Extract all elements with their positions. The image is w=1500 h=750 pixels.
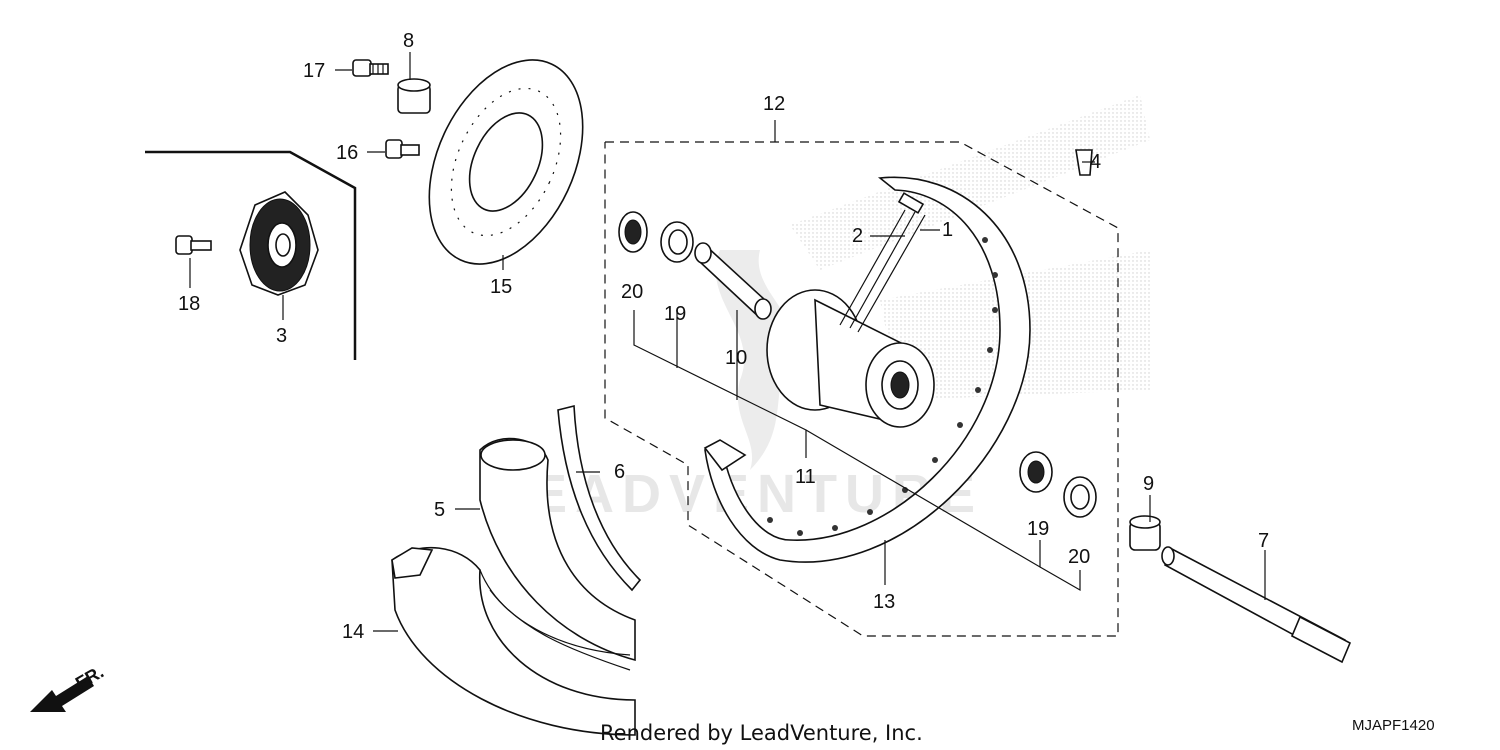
wheel-rim-13 xyxy=(703,176,1031,563)
callout-20-left: 20 xyxy=(621,281,643,303)
leader-lines xyxy=(189,52,1266,632)
brake-disc-15 xyxy=(428,59,584,265)
tire-14 xyxy=(391,546,636,736)
bolt-17 xyxy=(352,59,389,77)
bearing-20-left xyxy=(618,211,648,253)
callout-15: 15 xyxy=(490,276,512,298)
callout-6: 6 xyxy=(614,461,625,483)
callout-17: 17 xyxy=(303,60,325,82)
callout-16: 16 xyxy=(336,142,358,164)
callout-10: 10 xyxy=(725,347,747,369)
axle-7 xyxy=(1161,546,1352,664)
oil-seal-19-left xyxy=(660,221,694,263)
pulser-ring-3 xyxy=(239,191,319,296)
callout-9: 9 xyxy=(1143,473,1154,495)
callout-19-left: 19 xyxy=(664,303,686,325)
callout-13: 13 xyxy=(873,591,895,613)
screw-18 xyxy=(175,235,212,255)
callout-7: 7 xyxy=(1258,530,1269,552)
rim-band-6 xyxy=(557,404,642,592)
callout-14: 14 xyxy=(342,621,364,643)
tube-5 xyxy=(479,437,636,662)
oil-seal-19-right xyxy=(1019,451,1053,493)
footer-credit: Rendered by LeadVenture, Inc. xyxy=(600,721,923,745)
callout-3: 3 xyxy=(276,325,287,347)
group-bracket xyxy=(145,150,357,360)
wheel-hub-11 xyxy=(766,289,935,428)
bolt-16 xyxy=(385,139,420,159)
callout-4: 4 xyxy=(1090,151,1101,173)
callout-8: 8 xyxy=(403,30,414,52)
callout-18: 18 xyxy=(178,293,200,315)
callout-20-right: 20 xyxy=(1068,546,1090,568)
distance-collar-10 xyxy=(694,242,772,320)
callout-2: 2 xyxy=(852,225,863,247)
collar-8 xyxy=(397,78,431,114)
spokes-1-2 xyxy=(839,192,926,333)
callout-12: 12 xyxy=(763,93,785,115)
callout-1: 1 xyxy=(942,219,953,241)
callout-11: 11 xyxy=(795,466,816,488)
diagram-code: MJAPF1420 xyxy=(1352,717,1435,734)
front-arrow-icon xyxy=(30,676,94,712)
callout-19-right: 19 xyxy=(1027,518,1049,540)
collar-9 xyxy=(1129,515,1161,551)
bearing-20-right xyxy=(1063,476,1097,518)
callout-5: 5 xyxy=(434,499,445,521)
